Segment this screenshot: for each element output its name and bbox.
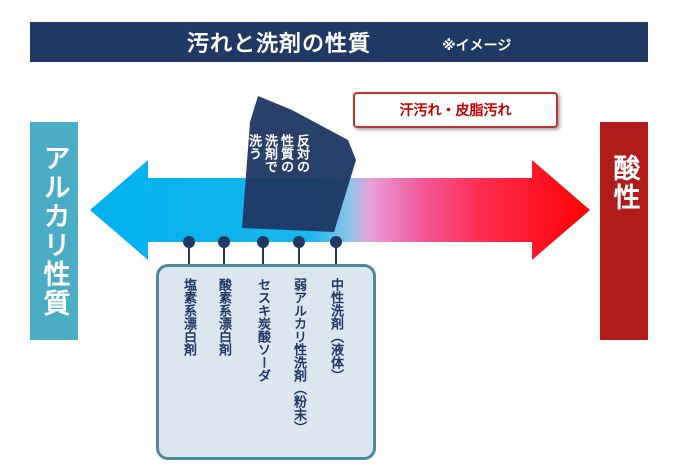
arrow-note-line1: 反対の xyxy=(294,134,309,173)
marker-dot xyxy=(330,236,342,248)
marker-dot xyxy=(218,236,230,248)
arrow-note-line4: 洗う xyxy=(246,134,261,160)
detergent-neutral: 中性洗剤（液体） xyxy=(328,278,343,382)
detergent-panel xyxy=(156,264,376,460)
marker-dot xyxy=(293,236,305,248)
opposite-wash-arrow xyxy=(242,96,356,232)
title-bar: 汚れと洗剤の性質 ※イメージ xyxy=(30,22,648,62)
detergent-weak-alkaline: 弱アルカリ性洗剤（粉末） xyxy=(291,278,306,434)
marker-dot xyxy=(257,236,269,248)
page-title: 汚れと洗剤の性質 xyxy=(187,32,372,57)
arrow-note-line3: 洗剤で xyxy=(262,134,277,173)
soil-type-label: 汗汚れ・皮脂汚れ xyxy=(353,92,558,128)
detergent-sesquicarbonate: セスキ炭酸ソーダ xyxy=(255,278,270,382)
alkaline-label: アルカリ性質 xyxy=(30,122,78,340)
acid-label: 酸性 xyxy=(600,122,648,340)
image-note: ※イメージ xyxy=(442,38,512,54)
arrow-note-line2: 性質の xyxy=(278,134,293,173)
marker-dot xyxy=(183,236,195,248)
detergent-oxygen-bleach: 酸素系漂白剤 xyxy=(216,278,231,356)
detergent-chlorine-bleach: 塩素系漂白剤 xyxy=(181,278,196,356)
